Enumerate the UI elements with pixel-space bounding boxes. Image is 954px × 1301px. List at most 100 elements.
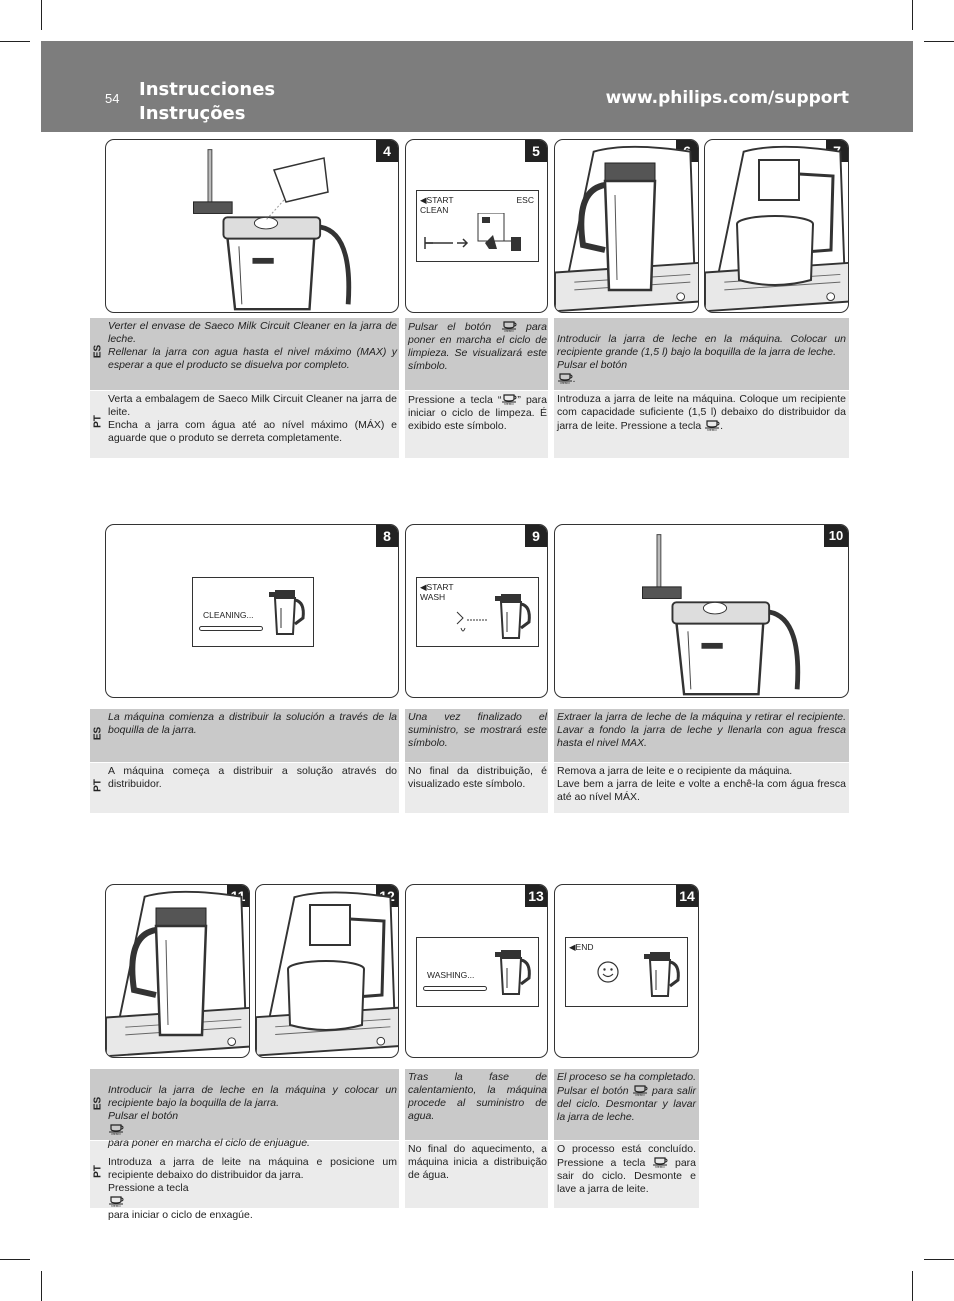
illustration-step-4: 4 <box>105 139 399 313</box>
page-title: Instrucciones Instruções <box>139 78 275 126</box>
crop-mark <box>924 41 954 42</box>
step-number: 13 <box>525 885 547 907</box>
instruction-pt-10: Remova a jarra de leite e o recipiente d… <box>557 765 846 803</box>
instruction-pt-9: No final da distribuição, é visualizado … <box>408 765 547 790</box>
illustration-step-7: 7 <box>704 139 849 313</box>
progress-bar <box>423 986 487 991</box>
lang-label-pt: PT <box>92 415 104 428</box>
screen-washing: WASHING... <box>427 970 475 980</box>
text-row-es <box>90 709 849 762</box>
water-max-icon <box>456 611 487 632</box>
page-header: 54 Instrucciones Instruções www.philips.… <box>41 41 913 132</box>
illustration-step-12: 12 <box>255 884 399 1058</box>
display-screen: ◀START CLEAN ESC <box>416 190 539 262</box>
text-part: . <box>573 373 576 385</box>
display-screen: ◀END <box>565 937 688 1007</box>
lang-label-es: ES <box>92 726 104 741</box>
text-part: para sair do ciclo. Desmonte e lave a ja… <box>557 1157 697 1195</box>
milk-memo-button-icon <box>557 372 573 384</box>
step-number: 8 <box>376 525 398 547</box>
instruction-es-8: La máquina comienza a distribuir la solu… <box>108 711 397 736</box>
instruction-es-9: Una vez finalizado el suministro, se mos… <box>408 711 547 749</box>
crop-mark <box>0 1259 30 1260</box>
screen-end: ◀END <box>569 942 594 952</box>
crop-mark <box>41 0 42 30</box>
milk-memo-button-icon <box>108 1195 124 1207</box>
crop-mark <box>41 1271 42 1301</box>
illustration-step-5: 5 ◀START CLEAN ESC <box>405 139 548 313</box>
text-row-pt <box>90 1141 699 1208</box>
text-part: Pulsar el botón <box>408 321 492 333</box>
clean-diagram-icon <box>424 213 521 251</box>
crop-mark <box>912 0 913 30</box>
text-part: para salir del ciclo. Desmontar y lavar … <box>557 1085 696 1123</box>
milk-memo-button-icon <box>108 1123 124 1135</box>
screen-start-wash: ◀START WASH <box>420 582 454 602</box>
carafe-fill-drawing <box>166 140 366 313</box>
progress-bar <box>199 626 263 631</box>
text-part: ” para iniciar o ciclo de limpeza. É exi… <box>408 394 547 432</box>
display-screen: ◀START WASH <box>416 577 539 647</box>
illustration-step-10: 10 <box>554 524 849 698</box>
machine-container-drawing <box>256 891 398 1057</box>
text-part: . <box>720 420 724 432</box>
text-row-pt <box>90 391 849 458</box>
page-number: 54 <box>105 91 120 106</box>
support-url[interactable]: www.philips.com/support <box>605 88 849 108</box>
milk-carafe-icon <box>642 950 680 998</box>
machine-carafe-drawing <box>106 890 249 1057</box>
step-number: 5 <box>525 140 547 162</box>
instruction-es-13: Tras la fase de calentamiento, la máquin… <box>408 1071 547 1122</box>
smiley-icon <box>597 961 619 983</box>
screen-esc: ESC <box>516 195 534 205</box>
crop-mark <box>0 41 30 42</box>
text-part: para poner en marcha el ciclo de enjuagu… <box>108 1137 310 1149</box>
illustration-step-14: 14 ◀END <box>554 884 699 1058</box>
display-screen: WASHING... <box>416 937 539 1007</box>
text-part: Pressione a tecla “ <box>408 394 502 406</box>
text-part: Introducir la jarra de leche en la máqui… <box>108 1084 397 1122</box>
screen-start-clean: ◀START CLEAN <box>420 195 454 215</box>
illustration-step-6: 6 <box>554 139 699 313</box>
text-part: Introducir la jarra de leche en la máqui… <box>557 333 846 371</box>
title-es: Instrucciones <box>139 79 276 100</box>
instruction-es-11-12: Introducir la jarra de leche en la máqui… <box>108 1071 397 1150</box>
text-row-es <box>90 1069 699 1140</box>
title-pt: Instruções <box>139 103 246 124</box>
text-part: El proceso se ha completado. Pulsar el b… <box>557 1071 696 1097</box>
lang-label-pt: PT <box>92 1165 104 1178</box>
milk-carafe-icon <box>267 588 305 636</box>
instruction-pt-8: A máquina começa a distribuir a solução … <box>108 765 397 790</box>
step-number: 9 <box>525 525 547 547</box>
lang-label-pt: PT <box>92 779 104 792</box>
text-row-pt <box>90 763 849 813</box>
illustration-step-11: 11 <box>105 884 250 1058</box>
machine-carafe-drawing <box>555 145 698 312</box>
screen-cleaning: CLEANING... <box>203 610 254 620</box>
step-number: 14 <box>676 885 698 907</box>
text-part: para poner en marcha el ciclo de limpiez… <box>408 321 548 372</box>
crop-mark <box>912 1271 913 1301</box>
milk-carafe-icon <box>493 948 531 996</box>
milk-carafe-icon <box>493 592 531 640</box>
milk-memo-button-icon <box>501 393 517 405</box>
display-screen: CLEANING... <box>192 577 314 647</box>
milk-memo-button-icon <box>632 1084 648 1096</box>
milk-memo-button-icon <box>704 419 720 431</box>
instruction-pt-14: O processo está concluído. Pressione a t… <box>557 1143 696 1196</box>
illustration-step-13: 13 WASHING... <box>405 884 548 1058</box>
text-part: Introduza a jarra de leite na máquina. C… <box>557 393 846 432</box>
instruction-pt-13: No final do aquecimento, a máquina inici… <box>408 1143 547 1181</box>
instruction-es-4: Verter el envase de Saeco Milk Circuit C… <box>108 320 397 371</box>
machine-container-drawing <box>705 145 848 312</box>
instruction-es-6-7: Introducir la jarra de leche en la máqui… <box>557 320 846 386</box>
instruction-pt-6-7: Introduza a jarra de leite na máquina. C… <box>557 393 846 433</box>
lang-label-es: ES <box>92 1096 104 1111</box>
text-part: O processo está concluído. Pressione a t… <box>557 1143 696 1169</box>
instruction-es-14: El proceso se ha completado. Pulsar el b… <box>557 1071 696 1124</box>
step-number: 4 <box>376 140 398 162</box>
crop-mark <box>924 1259 954 1260</box>
milk-memo-button-icon <box>652 1156 668 1168</box>
instruction-es-5: Pulsar el botón para poner en marcha el … <box>408 320 547 373</box>
milk-memo-button-icon <box>501 320 517 332</box>
